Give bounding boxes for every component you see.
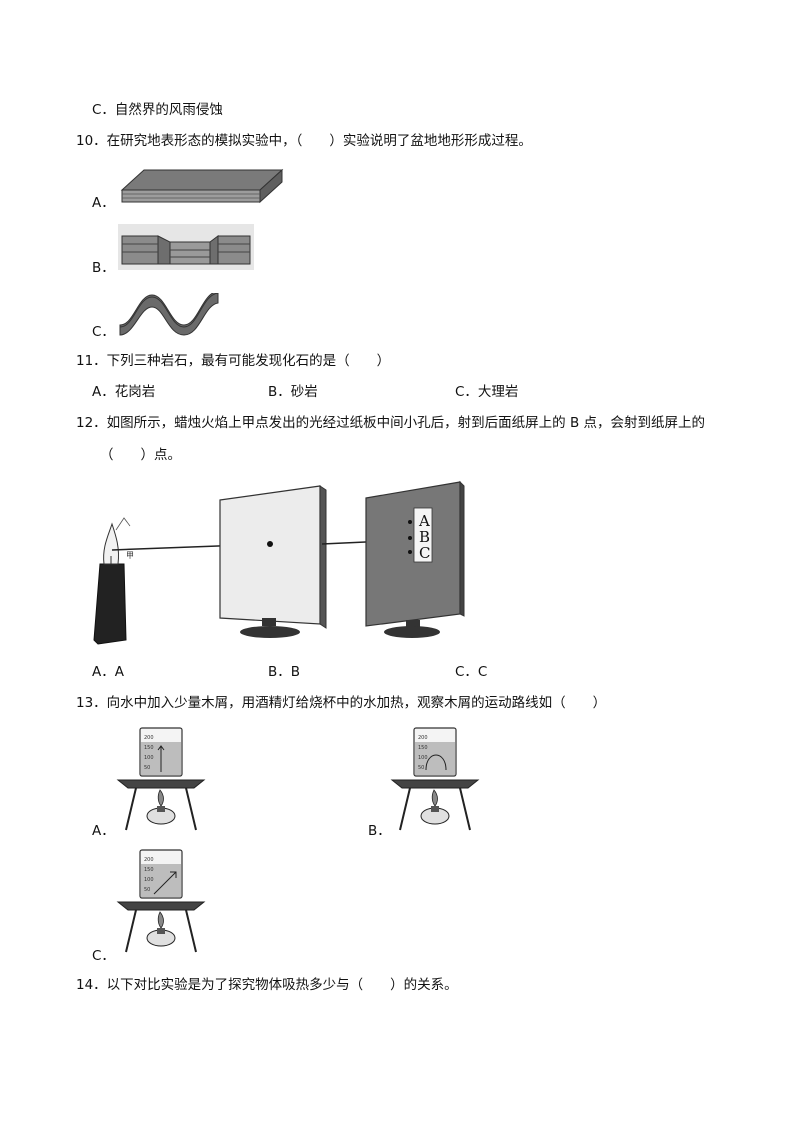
flat-layers-figure xyxy=(120,168,284,204)
q11-option-a: A．花岗岩 xyxy=(92,384,156,400)
beaker-heating-figure-b: 200 150 100 50 xyxy=(390,727,480,831)
q12-option-a: A．A xyxy=(92,664,124,680)
q10-option-c-label: C． xyxy=(92,324,115,340)
q13-option-b-label: B． xyxy=(368,823,391,839)
svg-text:150: 150 xyxy=(144,867,154,873)
screen-label-b: B xyxy=(419,528,430,546)
beaker-heating-figure-a: 200 150 100 50 xyxy=(116,727,206,831)
q11-option-c: C．大理岩 xyxy=(455,384,519,400)
svg-text:150: 150 xyxy=(418,745,428,751)
q10-option-b-label: B． xyxy=(92,260,115,276)
question-10-stem: 10．在研究地表形态的模拟实验中，（ ）实验说明了盆地地形形成过程。 xyxy=(76,133,532,149)
question-12-stem-line1: 12．如图所示，蜡烛火焰上甲点发出的光经过纸板中间小孔后，射到后面纸屏上的 B … xyxy=(76,415,706,431)
svg-text:200: 200 xyxy=(144,735,154,741)
option-text: C．自然界的风雨侵蚀 xyxy=(92,102,223,118)
svg-text:100: 100 xyxy=(418,755,428,761)
q13-option-c-label: C． xyxy=(92,948,115,964)
svg-text:100: 100 xyxy=(144,877,154,883)
beaker-heating-figure-c: 200 150 100 50 xyxy=(116,849,206,953)
q10-option-a-label: A． xyxy=(92,195,115,211)
screen-label-a: A xyxy=(418,512,430,530)
svg-text:200: 200 xyxy=(418,735,428,741)
svg-text:200: 200 xyxy=(144,857,154,863)
q12-option-b: B．B xyxy=(268,664,301,680)
pinhole-camera-figure: 甲 A B C xyxy=(93,480,465,645)
question-14-stem: 14．以下对比实验是为了探究物体吸热多少与（ ）的关系。 xyxy=(76,977,458,993)
svg-text:100: 100 xyxy=(144,755,154,761)
q12-option-c: C．C xyxy=(455,664,488,680)
q11-option-b: B．砂岩 xyxy=(268,384,318,400)
basin-layers-figure xyxy=(118,224,254,270)
q13-option-a-label: A． xyxy=(92,823,115,839)
svg-text:50: 50 xyxy=(418,765,424,771)
question-12-stem-line2: （ ）点。 xyxy=(100,447,181,463)
flame-point-mark: 甲 xyxy=(126,551,134,560)
svg-text:150: 150 xyxy=(144,745,154,751)
question-11-stem: 11．下列三种岩石，最有可能发现化石的是（ ） xyxy=(76,353,391,369)
folded-layers-figure xyxy=(119,293,219,336)
question-13-stem: 13．向水中加入少量木屑，用酒精灯给烧杯中的水加热，观察木屑的运动路线如（ ） xyxy=(76,695,607,711)
svg-text:50: 50 xyxy=(144,765,150,771)
screen-label-c: C xyxy=(419,544,430,562)
svg-text:50: 50 xyxy=(144,887,150,893)
